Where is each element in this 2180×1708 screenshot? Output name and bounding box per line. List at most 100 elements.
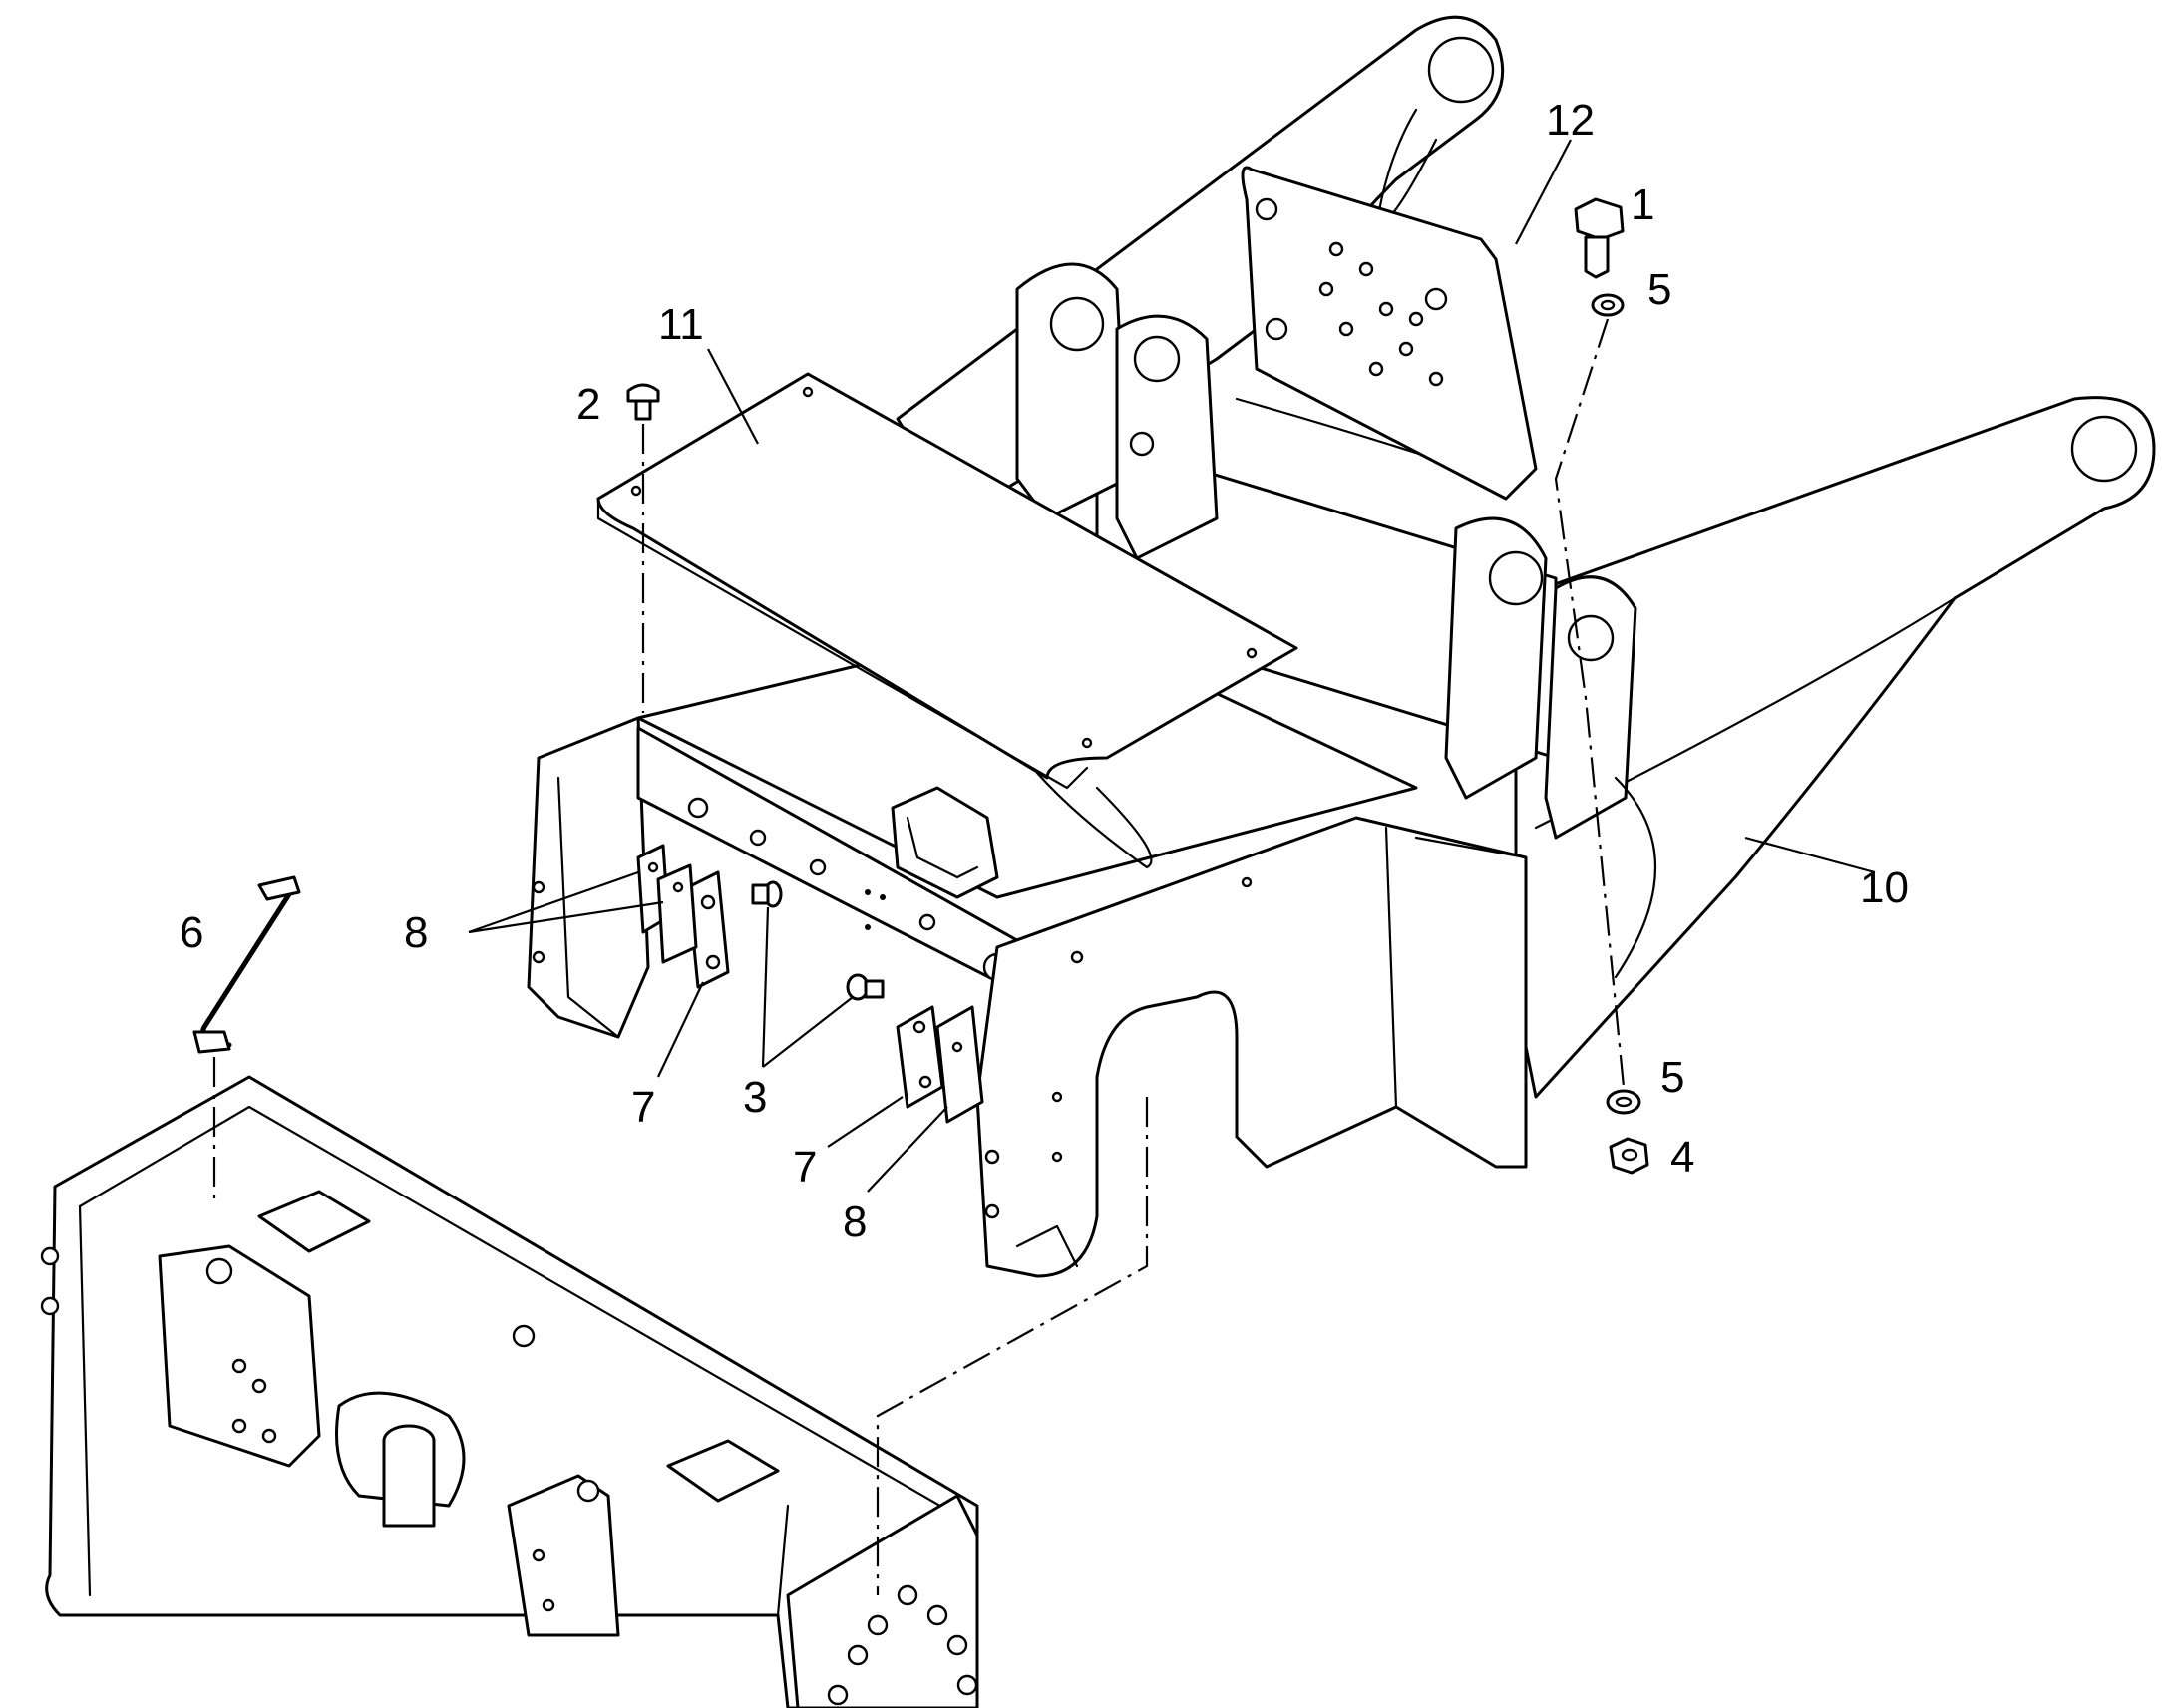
end-bolt	[897, 1584, 918, 1606]
casting-hole	[984, 1149, 1000, 1165]
beam-dot	[880, 894, 886, 900]
callout-12: 12	[1546, 96, 1595, 145]
beam-dot	[865, 924, 871, 930]
rear-arm-pivot-hole	[1427, 36, 1495, 104]
casting-hole	[984, 1203, 1000, 1219]
casting-hole	[1051, 1091, 1063, 1103]
part-1-hex-bolt	[1574, 197, 1625, 279]
center-bracket-slot	[906, 816, 979, 879]
callout-2: 2	[576, 380, 600, 429]
beam-hole	[809, 858, 827, 876]
part-3-screw-a	[751, 880, 783, 908]
plate-hole	[1318, 281, 1334, 297]
center-line-hitch	[876, 1097, 1149, 1595]
callout-5-lower: 5	[1660, 1053, 1684, 1102]
plate-hole	[1338, 321, 1354, 337]
end-bolt	[956, 1674, 978, 1696]
callout-3: 3	[743, 1073, 767, 1122]
bracket-bolt	[532, 1548, 545, 1562]
plate-hole	[1255, 197, 1278, 221]
lug-hole	[1488, 550, 1544, 606]
bracket-bolt	[576, 1479, 600, 1503]
hitch-end-plate	[786, 1494, 979, 1708]
lug-bolt	[1129, 431, 1155, 457]
mounting-plate-body	[1241, 166, 1538, 501]
plate-hole	[1328, 241, 1344, 257]
leader-3b	[762, 996, 854, 1068]
leader-10	[1744, 836, 1876, 874]
front-arm-pivot-hole	[2070, 415, 2138, 483]
bracket-bolt	[251, 1378, 267, 1394]
side-bolt	[40, 1296, 60, 1316]
leader-lines	[468, 139, 1876, 1193]
plate-hole	[1424, 287, 1448, 311]
leader-8b	[867, 1106, 948, 1193]
callout-5-upper: 5	[1647, 265, 1671, 314]
cover-plate	[596, 372, 1298, 869]
end-bolt	[867, 1614, 889, 1636]
callout-labels: 1 2 3 4 5 5 6 7 7 8 8 10 11 12	[180, 96, 1909, 1246]
bracket-bolt	[261, 1428, 277, 1444]
leader-8a-1	[468, 870, 639, 934]
part-5-washer-lower	[1606, 1089, 1641, 1115]
hitch-top-edge	[78, 1105, 959, 1518]
bolt-shank	[1584, 235, 1610, 279]
side-hole	[532, 880, 545, 894]
hitch-bracket-right	[507, 1474, 620, 1637]
callout-10: 10	[1860, 863, 1909, 912]
leader-7a	[657, 981, 704, 1078]
plate-hole	[1428, 371, 1444, 387]
assembly-center-lines	[212, 318, 1626, 1595]
lug-hole	[1133, 335, 1181, 383]
plate-hole	[1408, 311, 1424, 327]
hitch-pad	[666, 1439, 780, 1503]
callout-7-left: 7	[631, 1083, 655, 1132]
callout-4: 4	[1670, 1133, 1694, 1182]
beam-hole	[749, 829, 767, 847]
part-8-shim-right	[935, 1005, 984, 1124]
callout-7-right: 7	[793, 1143, 817, 1192]
beam-dot	[865, 889, 871, 895]
lug-hole	[1049, 296, 1105, 352]
side-bolt	[40, 1246, 60, 1266]
callout-1: 1	[1631, 180, 1654, 229]
part-7-plate-right	[896, 1005, 944, 1109]
leader-12	[1515, 139, 1572, 245]
end-bolt	[946, 1634, 968, 1656]
bracket-bolt	[205, 1257, 233, 1285]
callout-8-left: 8	[404, 908, 428, 957]
plate-hole	[1358, 261, 1374, 277]
callout-6: 6	[180, 908, 203, 957]
part-4-hex-nut	[1609, 1137, 1649, 1175]
casting-hole	[1070, 950, 1084, 964]
carrier-right-casting	[975, 816, 1528, 1278]
cover-hole	[630, 485, 642, 497]
mounting-plate	[1241, 166, 1538, 501]
cover-plate-hook	[1035, 771, 1153, 869]
hitch-front-edge	[776, 1504, 790, 1617]
carrier-left-inner	[556, 776, 620, 1039]
end-bolt	[926, 1604, 948, 1626]
center-line-part-1	[1554, 318, 1626, 1088]
casting-hole	[1241, 876, 1253, 888]
leader-3a	[761, 906, 770, 1068]
front-arm	[1514, 396, 2156, 1099]
loader-arm-frame	[896, 15, 2156, 1099]
lug-rear-right	[1115, 314, 1219, 560]
hitch-pin	[382, 1439, 436, 1528]
leader-7b	[827, 1096, 904, 1148]
carrier-left-side	[527, 716, 650, 1039]
cover-hole	[802, 386, 814, 398]
plate-hole	[1265, 317, 1288, 341]
casting-hole	[1051, 1151, 1063, 1163]
plate-hole	[1368, 361, 1384, 377]
bracket-bolt	[542, 1598, 555, 1612]
beam-hole	[687, 797, 709, 819]
bolt-head	[1574, 197, 1625, 241]
hitch-pad	[257, 1190, 371, 1253]
hitch-hole	[512, 1324, 536, 1348]
cover-hole	[1246, 647, 1258, 659]
hitch-bracket-left	[158, 1244, 321, 1468]
